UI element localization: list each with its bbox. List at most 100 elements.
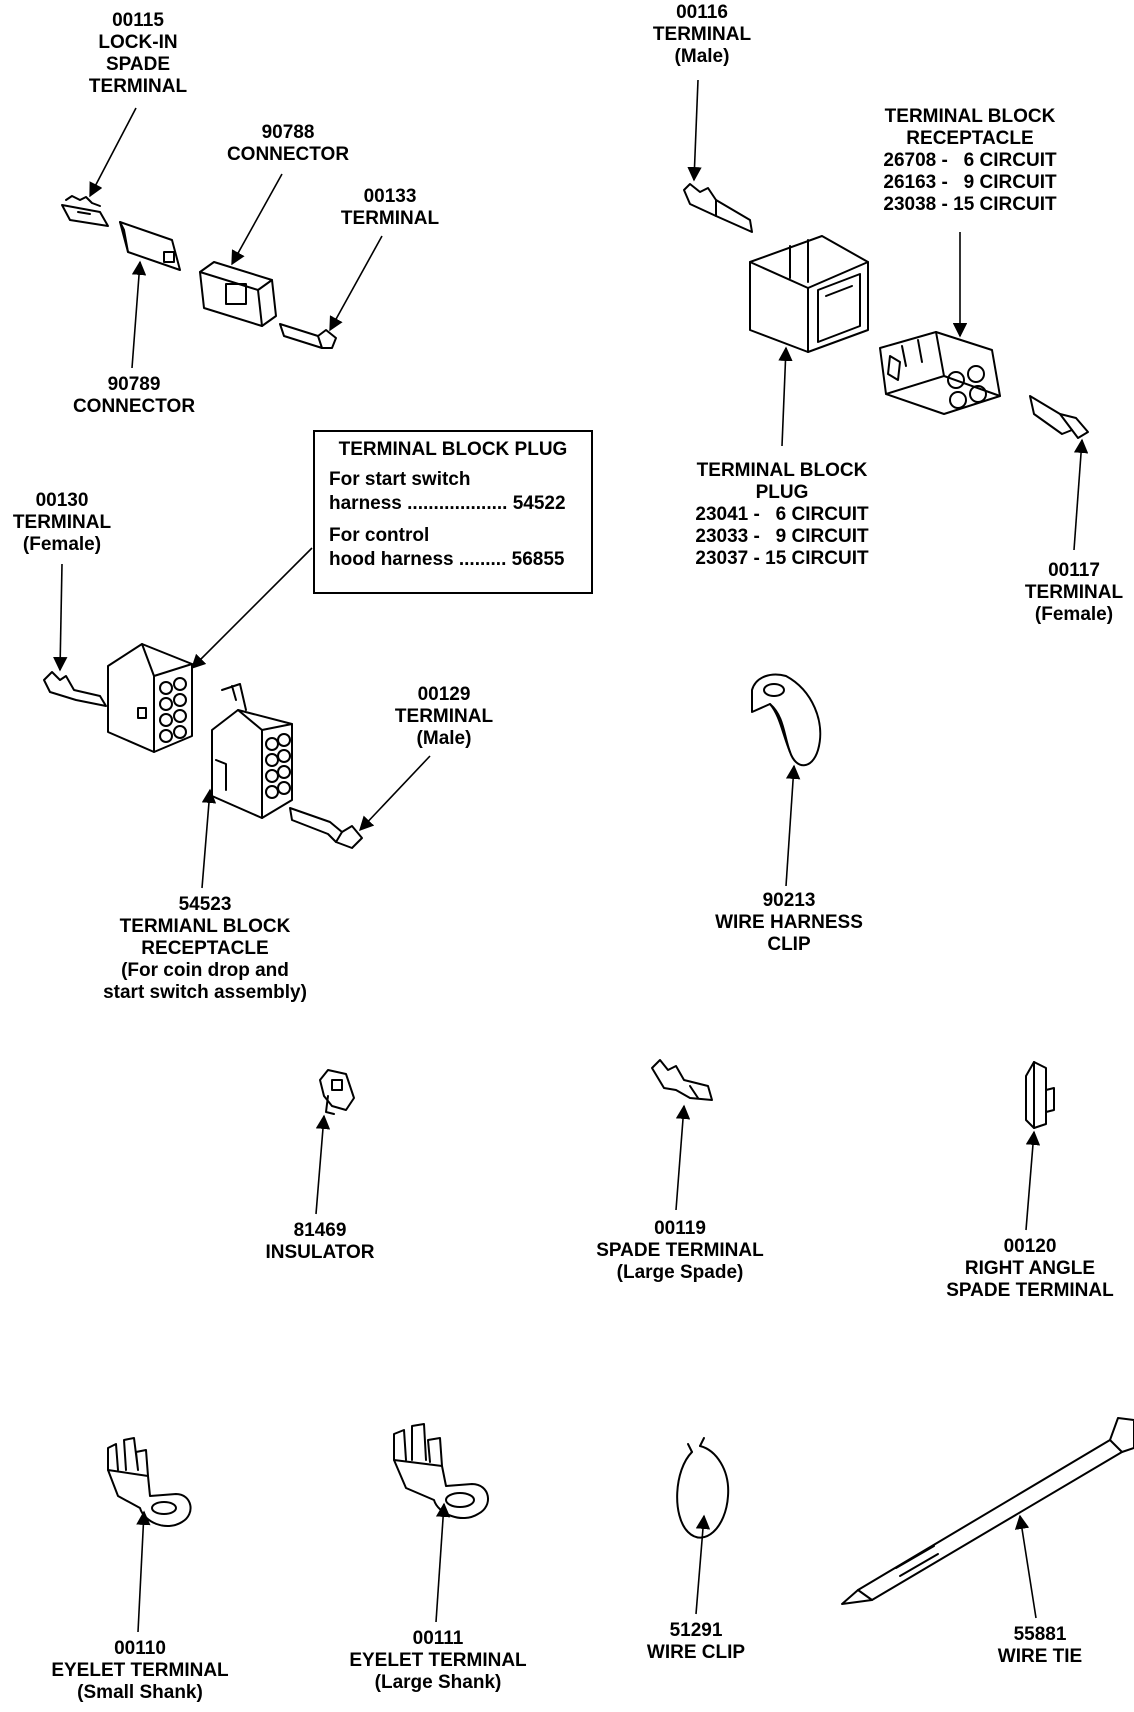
label-90213: 90213 WIRE HARNESS CLIP — [704, 890, 874, 956]
part-name: SPADE TERMINAL — [946, 1280, 1114, 1301]
part-number: 00133 — [363, 186, 417, 207]
label-51291: 51291 WIRE CLIP — [626, 1620, 766, 1664]
part-variant: 23033 - 9 CIRCUIT — [695, 526, 869, 547]
part-name: TERMINAL — [394, 706, 494, 727]
part-variant: 26708 - 6 CIRCUIT — [883, 150, 1057, 171]
right-angle-spade-terminal-icon — [1025, 1061, 1055, 1129]
part-note: start switch assembly) — [103, 982, 307, 1003]
label-00117: 00117 TERMINAL (Female) — [1016, 560, 1132, 626]
part-number: 90213 — [762, 890, 816, 911]
part-number: 51291 — [669, 1620, 723, 1641]
part-name: RECEPTACLE — [141, 938, 269, 959]
part-number: 54523 — [178, 894, 232, 915]
part-variant: 26163 - 9 CIRCUIT — [883, 172, 1057, 193]
wire-tie-icon — [841, 1417, 1134, 1605]
part-name: SPADE TERMINAL — [596, 1240, 764, 1261]
part-name: (Large Spade) — [616, 1262, 744, 1283]
part-number: 00111 — [412, 1628, 464, 1649]
label-00130: 00130 TERMINAL (Female) — [2, 490, 122, 556]
part-name: PLUG — [755, 482, 809, 503]
part-number: 55881 — [1013, 1624, 1067, 1645]
part-name: (Small Shank) — [77, 1682, 203, 1703]
label-terminal-block-plug: TERMINAL BLOCK PLUG 23041 - 6 CIRCUIT 23… — [682, 460, 882, 570]
callout-row: harness ................... 54522 — [329, 493, 566, 514]
label-00120: 00120 RIGHT ANGLE SPADE TERMINAL — [930, 1236, 1130, 1302]
part-number: 90789 — [107, 374, 161, 395]
part-name: EYELET TERMINAL — [349, 1650, 527, 1671]
part-variant: 23041 - 6 CIRCUIT — [695, 504, 869, 525]
part-name: TERMINAL — [12, 512, 112, 533]
terminal-block-plug-callout: TERMINAL BLOCK PLUG For start switch har… — [313, 430, 593, 594]
lock-in-spade-terminal-icon — [61, 195, 109, 227]
label-00129: 00129 TERMINAL (Male) — [384, 684, 504, 750]
part-number: 00117 — [1048, 560, 1100, 581]
spade-terminal-large-icon — [651, 1059, 713, 1101]
terminal-block-plug-9-circuit-icon — [107, 643, 193, 753]
eyelet-terminal-small-icon — [107, 1437, 192, 1527]
leader-lines — [53, 79, 1089, 1633]
wire-clip-icon — [676, 1437, 730, 1539]
part-name: WIRE CLIP — [646, 1642, 746, 1663]
part-name: RIGHT ANGLE — [964, 1258, 1096, 1279]
part-name: CONNECTOR — [226, 144, 350, 165]
label-00119: 00119 SPADE TERMINAL (Large Spade) — [580, 1218, 780, 1284]
part-name: EYELET TERMINAL — [51, 1660, 229, 1681]
part-note: (For coin drop and — [121, 960, 289, 981]
wire-harness-clip-icon — [751, 673, 822, 767]
part-name: CLIP — [767, 934, 811, 955]
part-number: 00115 — [112, 10, 164, 31]
callout-row: For start switch — [329, 469, 471, 490]
label-00110: 00110 EYELET TERMINAL (Small Shank) — [40, 1638, 240, 1704]
label-81469: 81469 INSULATOR — [250, 1220, 390, 1264]
part-variant: 23037 - 15 CIRCUIT — [695, 548, 869, 569]
part-number: 00129 — [417, 684, 471, 705]
part-name: TERMINAL — [652, 24, 752, 45]
label-54523: 54523 TERMIANL BLOCK RECEPTACLE (For coi… — [90, 894, 320, 1004]
terminal-block-receptacle-icon — [879, 331, 1001, 415]
part-number: 00110 — [114, 1638, 166, 1659]
part-number: 81469 — [293, 1220, 347, 1241]
part-name: LOCK-IN — [98, 32, 178, 53]
insulator-icon — [319, 1069, 355, 1115]
label-00111: 00111 EYELET TERMINAL (Large Shank) — [338, 1628, 538, 1694]
label-00116: 00116 TERMINAL (Male) — [642, 2, 762, 68]
part-name: TERMIANL BLOCK — [119, 916, 291, 937]
terminal-00117-female-icon — [1029, 395, 1089, 439]
terminal-00116-male-icon — [683, 183, 753, 233]
label-terminal-block-receptacle: TERMINAL BLOCK RECEPTACLE 26708 - 6 CIRC… — [870, 106, 1070, 216]
terminal-block-plug-icon — [749, 235, 869, 353]
part-number: 90788 — [261, 122, 315, 143]
part-name: (Male) — [674, 46, 730, 67]
part-name: (Large Shank) — [374, 1672, 502, 1693]
part-name: TERMINAL — [340, 208, 440, 229]
callout-title: TERMINAL BLOCK PLUG — [338, 439, 568, 460]
part-number: 00116 — [676, 2, 728, 23]
part-name: TERMINAL — [88, 76, 188, 97]
label-55881: 55881 WIRE TIE — [970, 1624, 1110, 1668]
part-name: (Female) — [1034, 604, 1114, 625]
callout-row: hood harness ......... 56855 — [329, 549, 565, 570]
terminal-00133-icon — [279, 323, 337, 349]
label-90789: 90789 CONNECTOR — [64, 374, 204, 418]
part-name: WIRE HARNESS — [715, 912, 863, 933]
part-number: 00120 — [1003, 1236, 1057, 1257]
part-name: RECEPTACLE — [906, 128, 1034, 149]
connector-90788-icon — [199, 261, 277, 327]
part-number: 00119 — [654, 1218, 706, 1239]
label-00115: 00115 LOCK-IN SPADE TERMINAL — [78, 10, 198, 98]
terminal-00130-female-icon — [43, 671, 107, 707]
part-variant: 23038 - 15 CIRCUIT — [883, 194, 1057, 215]
part-name: WIRE TIE — [997, 1646, 1083, 1667]
terminal-block-receptacle-54523-icon — [211, 683, 293, 819]
part-name: (Female) — [22, 534, 102, 555]
eyelet-terminal-large-icon — [393, 1423, 489, 1519]
label-90788: 90788 CONNECTOR — [218, 122, 358, 166]
part-name: SPADE — [105, 54, 171, 75]
part-name: INSULATOR — [265, 1242, 375, 1263]
terminal-00129-male-icon — [289, 807, 363, 849]
part-name: TERMINAL BLOCK — [884, 106, 1056, 127]
part-name: TERMINAL — [1024, 582, 1124, 603]
callout-row: For control — [329, 525, 430, 546]
part-name: (Male) — [416, 728, 472, 749]
